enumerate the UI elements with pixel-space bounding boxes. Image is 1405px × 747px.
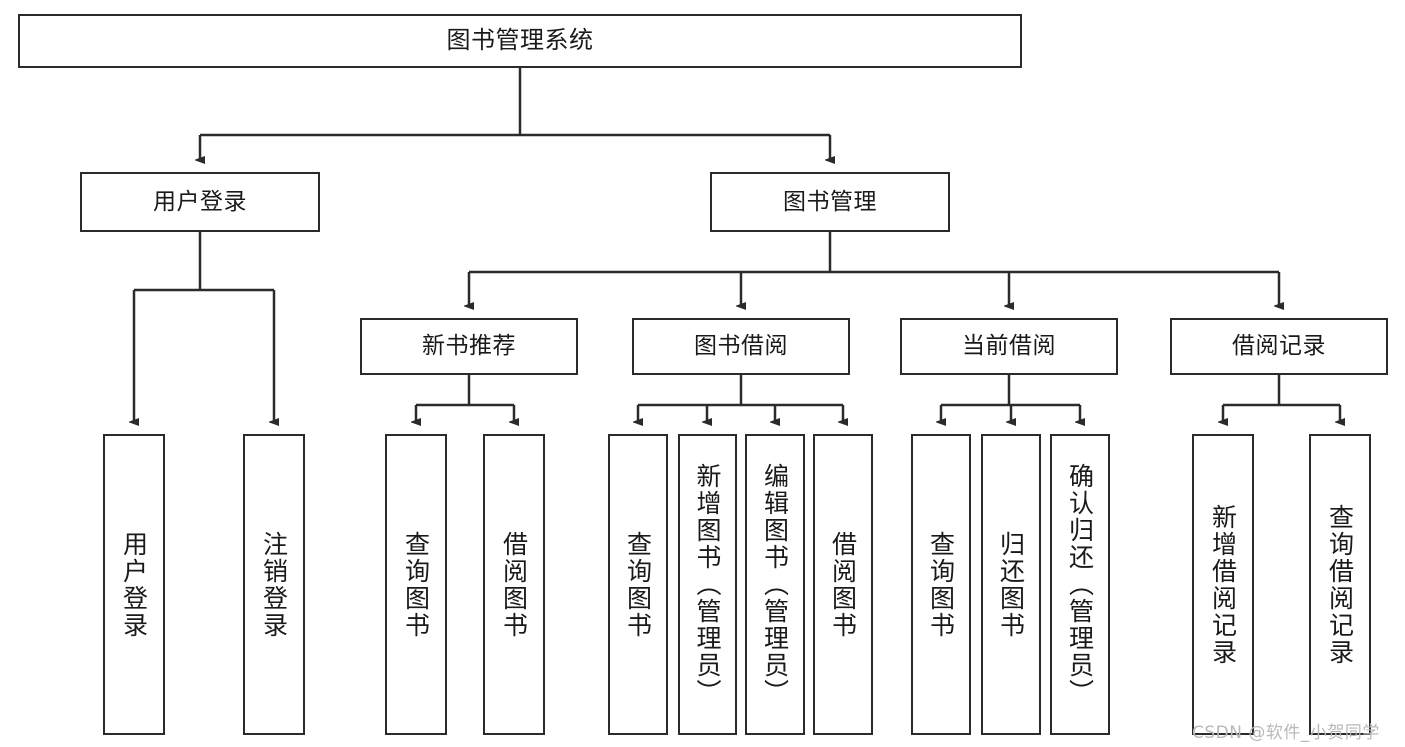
node-label: 借阅记录	[1232, 333, 1326, 360]
leaf-label: 借阅图书	[828, 530, 858, 639]
node-user-login[interactable]: 用户登录	[80, 172, 320, 232]
leaf-node-query-borrow-record[interactable]: 查询借阅记录	[1309, 434, 1371, 735]
connector-newbook-to-leaves	[416, 375, 514, 422]
leaf-label: 查询图书	[401, 530, 431, 639]
leaf-node-add-book-admin[interactable]: 新增图书（管理员）	[678, 434, 737, 735]
leaf-node-return-book[interactable]: 归还图书	[981, 434, 1041, 735]
leaf-node-query-book-recommend[interactable]: 查询图书	[385, 434, 447, 735]
connector-root-to-level2	[200, 68, 830, 160]
connector-userlogin-to-leaves	[134, 232, 274, 422]
connector-currentborrow-to-leaves	[941, 375, 1080, 422]
node-current-borrow[interactable]: 当前借阅	[900, 318, 1118, 375]
connector-bookborrow-to-leaves	[638, 375, 843, 422]
leaf-label: 确认归还（管理员）	[1065, 463, 1095, 706]
leaf-label: 借阅图书	[499, 530, 529, 639]
node-book-borrow[interactable]: 图书借阅	[632, 318, 850, 375]
leaf-node-confirm-return-admin[interactable]: 确认归还（管理员）	[1050, 434, 1110, 735]
leaf-label: 用户登录	[119, 530, 149, 639]
leaf-label: 归还图书	[996, 530, 1026, 639]
node-new-book-recommend[interactable]: 新书推荐	[360, 318, 578, 375]
node-label: 新书推荐	[422, 333, 516, 360]
leaf-label: 查询图书	[623, 530, 653, 639]
connector-borrowrecord-to-leaves	[1223, 375, 1340, 422]
node-book-manage[interactable]: 图书管理	[710, 172, 950, 232]
watermark-text: CSDN @软件_小贺同学	[1192, 723, 1380, 743]
leaf-node-borrow-book-recommend[interactable]: 借阅图书	[483, 434, 545, 735]
leaf-node-user-login[interactable]: 用户登录	[103, 434, 165, 735]
leaf-label: 新增借阅记录	[1208, 503, 1238, 666]
node-label: 图书管理	[783, 188, 877, 215]
connector-bookmanage-to-level3	[469, 232, 1279, 306]
node-label: 图书管理系统	[446, 26, 594, 55]
leaf-node-query-book-current[interactable]: 查询图书	[911, 434, 971, 735]
leaf-label: 注销登录	[259, 530, 289, 639]
leaf-node-borrow-book[interactable]: 借阅图书	[813, 434, 873, 735]
leaf-label: 编辑图书（管理员）	[760, 463, 790, 706]
leaf-label: 查询图书	[926, 530, 956, 639]
leaf-node-add-borrow-record[interactable]: 新增借阅记录	[1192, 434, 1254, 735]
node-label: 图书借阅	[694, 333, 788, 360]
node-label: 用户登录	[153, 188, 247, 215]
node-label: 当前借阅	[962, 333, 1056, 360]
leaf-label: 查询借阅记录	[1325, 503, 1355, 666]
leaf-node-edit-book-admin[interactable]: 编辑图书（管理员）	[745, 434, 805, 735]
leaf-node-logout[interactable]: 注销登录	[243, 434, 305, 735]
node-root-system[interactable]: 图书管理系统	[18, 14, 1022, 68]
leaf-label: 新增图书（管理员）	[693, 463, 722, 706]
leaf-node-query-book-borrow[interactable]: 查询图书	[608, 434, 668, 735]
node-borrow-record[interactable]: 借阅记录	[1170, 318, 1388, 375]
